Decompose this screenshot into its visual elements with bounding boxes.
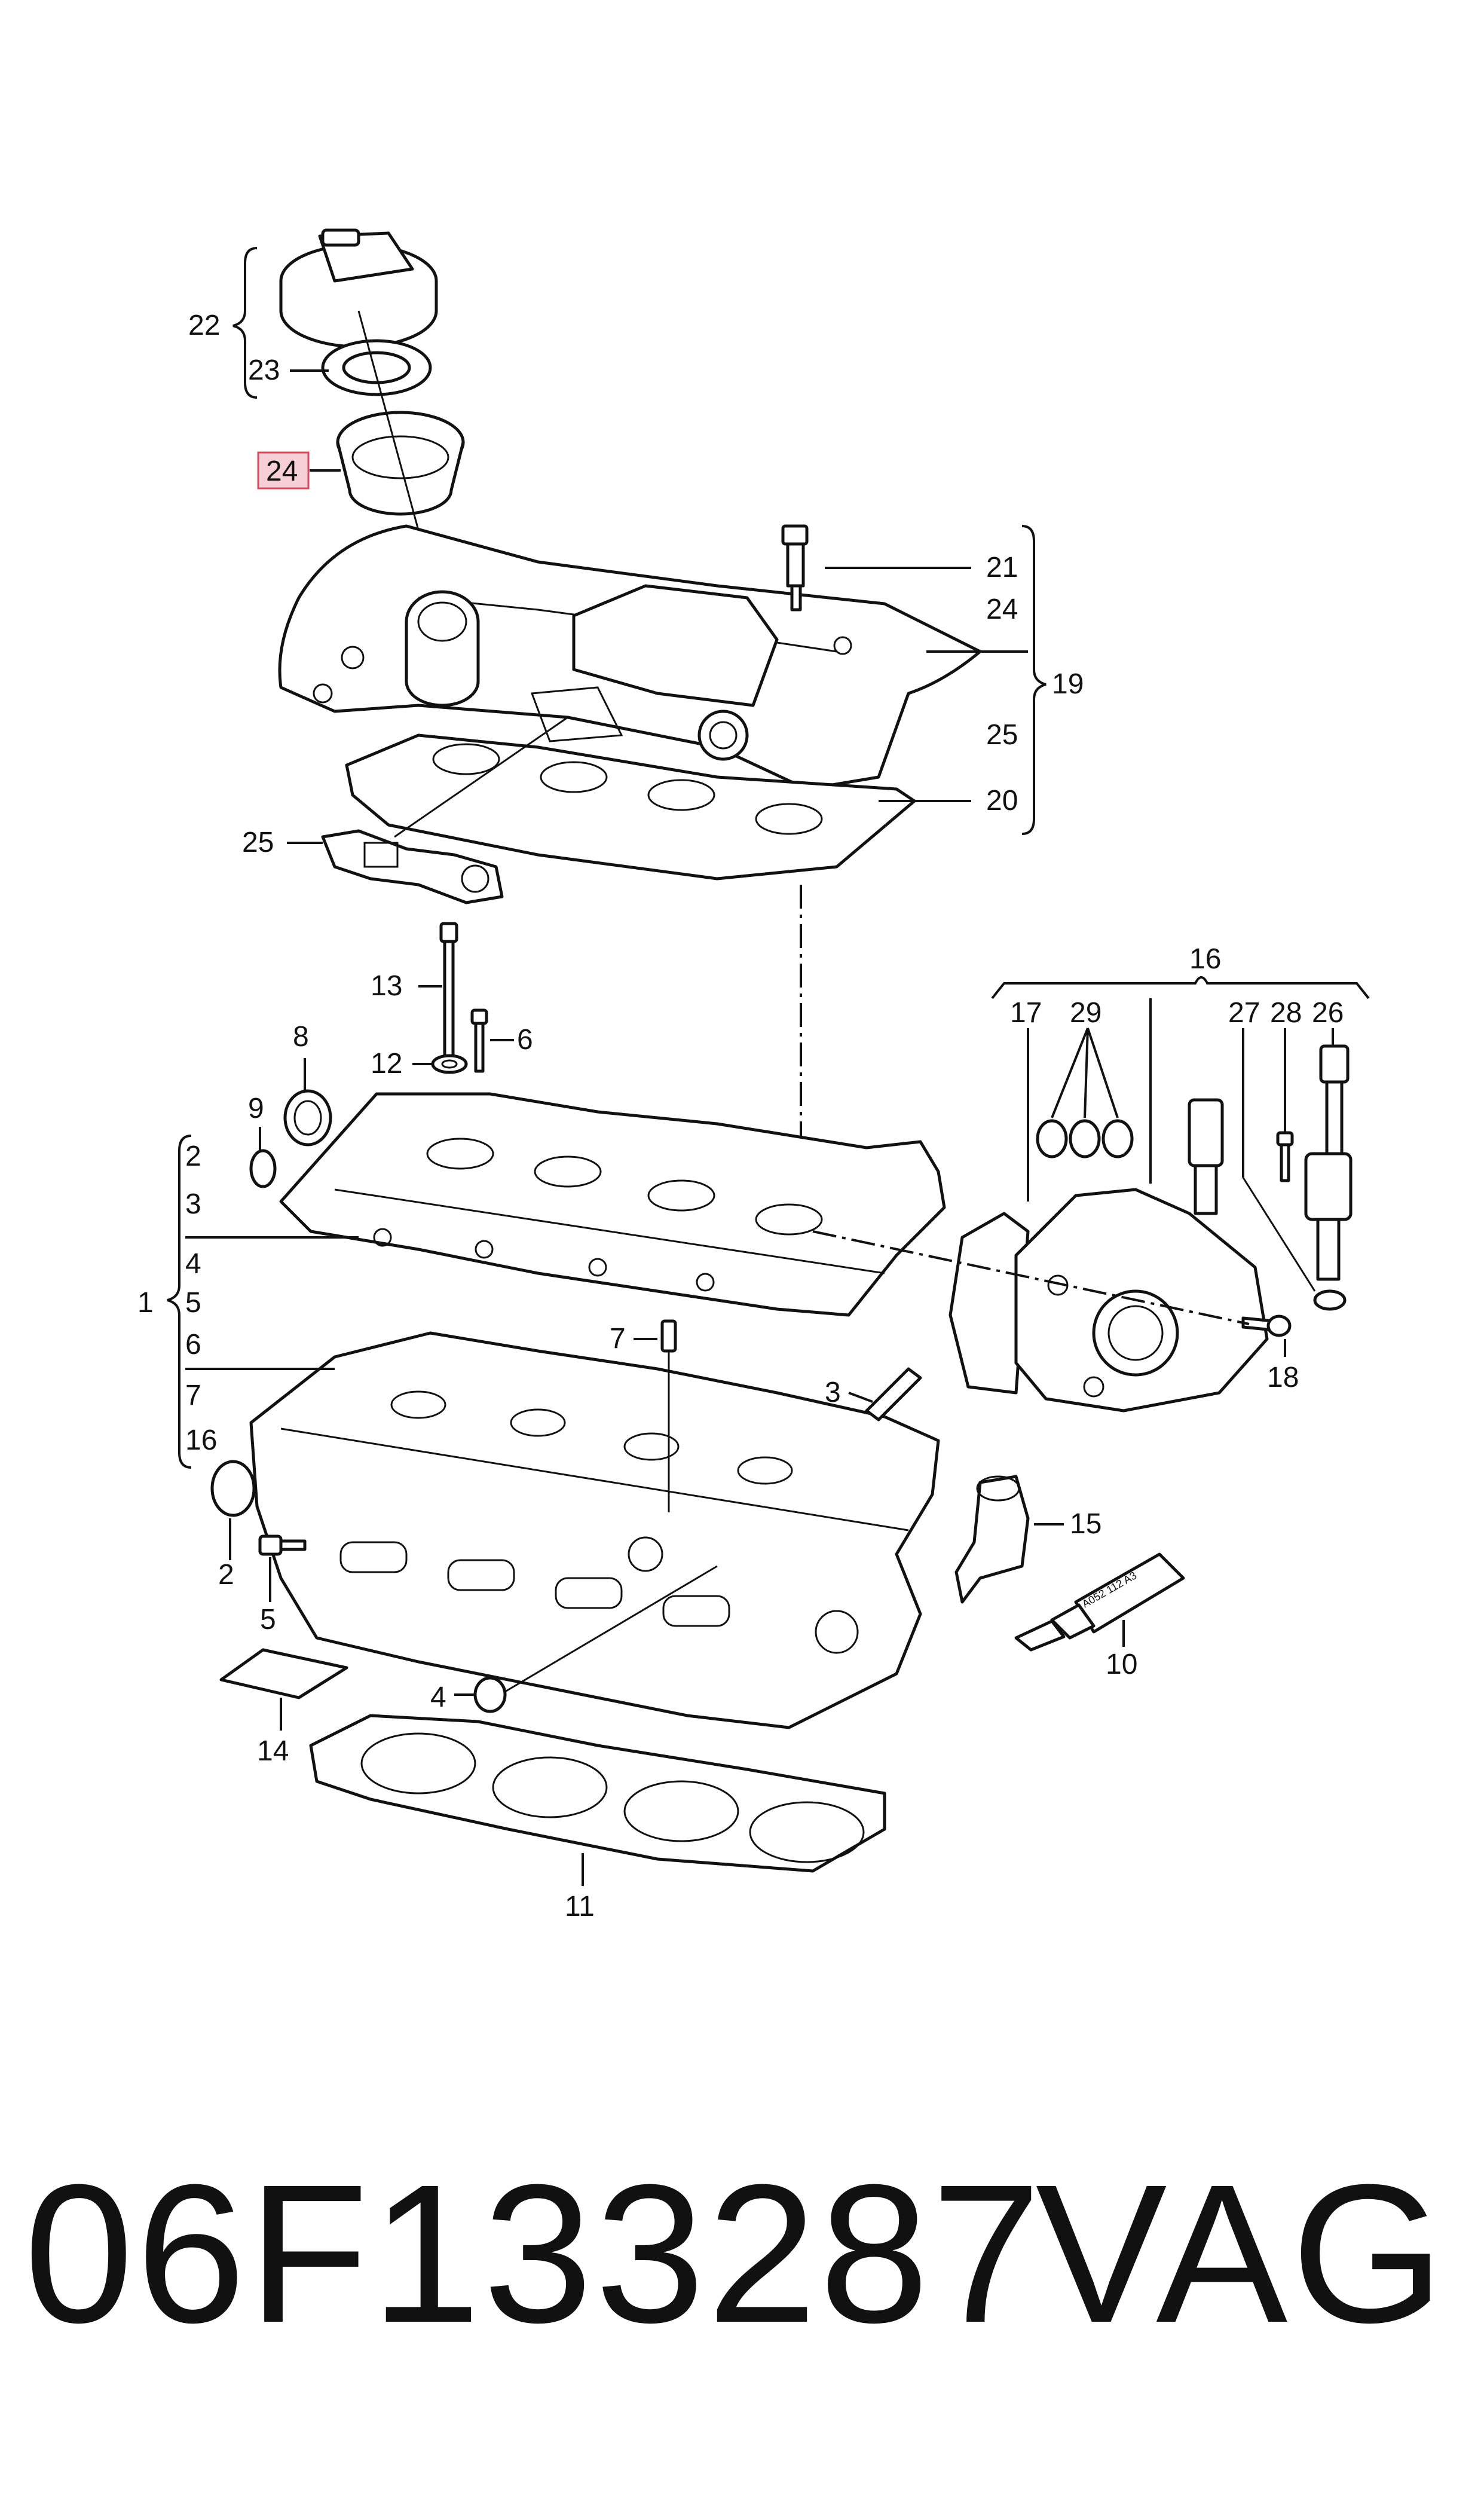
label-24: 24 [986, 594, 1018, 625]
label-18: 18 [1267, 1362, 1299, 1393]
head-bolt [439, 922, 458, 1063]
label-9: 9 [248, 1093, 264, 1124]
sealant-tube: A052 112 A3 [1014, 1552, 1185, 1652]
sealing-plug-9 [249, 1149, 277, 1188]
label-13: 13 [371, 970, 402, 1002]
label-4: 4 [185, 1248, 201, 1280]
label-4-lower: 4 [430, 1682, 446, 1713]
cover-seal [321, 829, 504, 904]
label-6-upper: 6 [517, 1024, 533, 1056]
label-11: 11 [565, 1891, 595, 1922]
label-23: 23 [248, 354, 280, 386]
cover-bolt [470, 1008, 488, 1073]
label-19: 19 [1052, 668, 1084, 700]
oil-filler-cap [279, 228, 438, 348]
breather-valve [781, 524, 809, 612]
label-17: 17 [1010, 997, 1042, 1029]
bracket-1 [167, 1135, 192, 1469]
label-25-left: 25 [242, 827, 274, 858]
label-14: 14 [257, 1735, 289, 1767]
label-16: 16 [1189, 943, 1221, 975]
label-27: 27 [1228, 997, 1260, 1029]
brand-name: VAG [1035, 2143, 1448, 2364]
cylinder-head-gasket [309, 1714, 886, 1873]
bolt-washer [431, 1054, 468, 1074]
footer: 06F133287 VAG [0, 2128, 1484, 2379]
label-12: 12 [371, 1048, 402, 1080]
sealing-plug-2 [210, 1460, 256, 1517]
label-5: 5 [185, 1287, 201, 1319]
label-16-left: 16 [185, 1424, 217, 1456]
label-21: 21 [986, 552, 1018, 583]
label-1: 1 [137, 1287, 154, 1319]
label-3: 3 [185, 1188, 201, 1220]
label-28: 28 [1270, 997, 1302, 1029]
screw-plug-5 [258, 1534, 307, 1556]
camshaft-seal [283, 1089, 332, 1147]
alignment-line-horizontal [812, 1230, 1250, 1325]
o-ring-27 [1313, 1289, 1347, 1311]
cap-15 [954, 1475, 1030, 1604]
label-5-left: 5 [260, 1604, 276, 1635]
bracket-22 [232, 247, 258, 399]
label-7: 7 [185, 1380, 201, 1411]
label-26: 26 [1312, 997, 1344, 1029]
valve-cover [278, 524, 982, 791]
label-8: 8 [293, 1021, 309, 1053]
label-22: 22 [188, 310, 220, 341]
label-24-highlighted: 24 [266, 455, 298, 487]
camshaft-housing [279, 1092, 946, 1317]
o-rings-29 [1036, 1119, 1134, 1158]
label-10: 10 [1106, 1649, 1137, 1680]
label-20: 20 [986, 785, 1018, 817]
label-2-left: 2 [218, 1559, 234, 1591]
bracket-16 [991, 976, 1370, 999]
heat-shield-14 [219, 1648, 348, 1699]
cap-seal-ring [321, 339, 432, 396]
bolt-28 [1276, 1131, 1294, 1182]
label-3-right: 3 [825, 1377, 841, 1408]
label-15: 15 [1070, 1508, 1101, 1540]
label-25-right: 25 [986, 719, 1018, 751]
thermostat-housing-gasket [948, 1212, 1030, 1395]
temperature-sender [865, 1367, 922, 1421]
dowel-pin [660, 1319, 677, 1353]
label-6: 6 [185, 1329, 201, 1361]
part-number: 06F133287 [24, 2143, 1044, 2364]
bracket-19 [1021, 525, 1047, 835]
bolt-18 [1241, 1314, 1292, 1337]
temperature-sensor-26 [1304, 1044, 1353, 1281]
filler-neck-seal [336, 411, 465, 516]
sealing-plug-4 [473, 1676, 507, 1713]
label-2: 2 [185, 1141, 201, 1172]
highlight-box-24 [257, 451, 310, 490]
cylinder-head [249, 1331, 940, 1729]
label-7-upper: 7 [610, 1323, 626, 1355]
label-29: 29 [1070, 997, 1101, 1029]
